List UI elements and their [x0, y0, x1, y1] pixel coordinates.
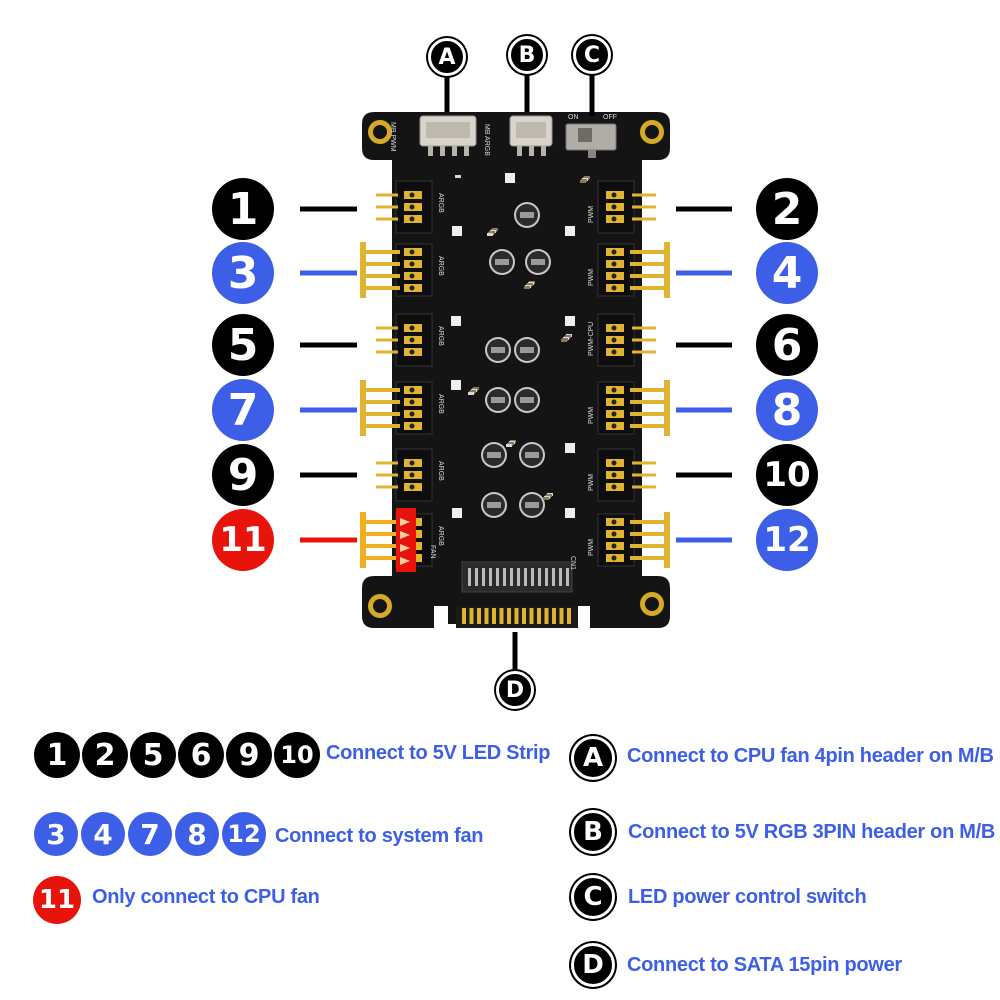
sata-connector: [456, 561, 578, 628]
legend-port-6: 6: [178, 732, 224, 778]
left-header-3: [376, 313, 433, 367]
right-header-3: [597, 313, 656, 367]
right-header-1: [597, 180, 656, 234]
board-label-switch-on: ON: [568, 114, 579, 121]
callout-port-5: 5: [212, 314, 274, 376]
callout-port-4: 4: [756, 242, 818, 304]
callout-a: A: [428, 38, 466, 76]
legend-argb-text: Connect to 5V LED Strip: [326, 742, 551, 764]
left-header-1: [376, 180, 433, 234]
legend-port-10: 10: [274, 732, 320, 778]
legend-fan-text: Connect to system fan: [275, 825, 484, 847]
legend-letter-b: B: [571, 810, 615, 854]
right-header-6: [597, 512, 670, 568]
right-header-5: [597, 448, 656, 502]
legend-port-3: 3: [34, 812, 78, 856]
callout-port-3: 3: [212, 242, 274, 304]
callout-b: B: [508, 36, 546, 74]
mounting-holes: [368, 120, 664, 618]
callout-d: D: [496, 671, 534, 709]
legend-a-text: Connect to CPU fan 4pin header on M/B: [627, 745, 994, 767]
legend-port-8: 8: [175, 812, 219, 856]
board-label-switch-off: OFF: [603, 114, 617, 121]
left-header-4: [360, 380, 433, 436]
legend-letter-c: C: [571, 875, 615, 919]
legend-port-5: 5: [130, 732, 176, 778]
connector-b: [509, 115, 553, 156]
callout-port-2: 2: [756, 178, 818, 240]
right-header-4: [597, 380, 670, 436]
smd-components: [451, 173, 590, 518]
callout-port-9: 9: [212, 444, 274, 506]
legend-letter-d: D: [571, 943, 615, 987]
legend-port-12: 12: [222, 812, 266, 856]
board-outline: [362, 112, 670, 628]
legend-c-text: LED power control switch: [628, 886, 867, 908]
legend-port-2: 2: [82, 732, 128, 778]
legend-b-text: Connect to 5V RGB 3PIN header on M/B: [628, 821, 996, 843]
connector-a: [419, 115, 477, 156]
callout-port-10: 10: [756, 444, 818, 506]
callout-c: C: [573, 36, 611, 74]
left-header-6: [360, 508, 433, 572]
left-header-5: [376, 448, 433, 502]
callout-port-8: 8: [756, 379, 818, 441]
legend-letter-a: A: [571, 736, 615, 780]
legend-port-1: 1: [34, 732, 80, 778]
left-header-2: [360, 242, 433, 298]
callout-port-7: 7: [212, 379, 274, 441]
legend-port-11: 11: [33, 876, 81, 924]
legend-port-7: 7: [128, 812, 172, 856]
callout-port-6: 6: [756, 314, 818, 376]
callout-port-11: 11: [212, 509, 274, 571]
legend-port-4: 4: [81, 812, 125, 856]
switch-c: [565, 123, 617, 158]
legend-d-text: Connect to SATA 15pin power: [627, 954, 902, 976]
callout-port-12: 12: [756, 509, 818, 571]
legend-cpu-text: Only connect to CPU fan: [92, 886, 320, 908]
right-header-2: [597, 242, 670, 298]
legend-port-9: 9: [226, 732, 272, 778]
callout-port-1: 1: [212, 178, 274, 240]
